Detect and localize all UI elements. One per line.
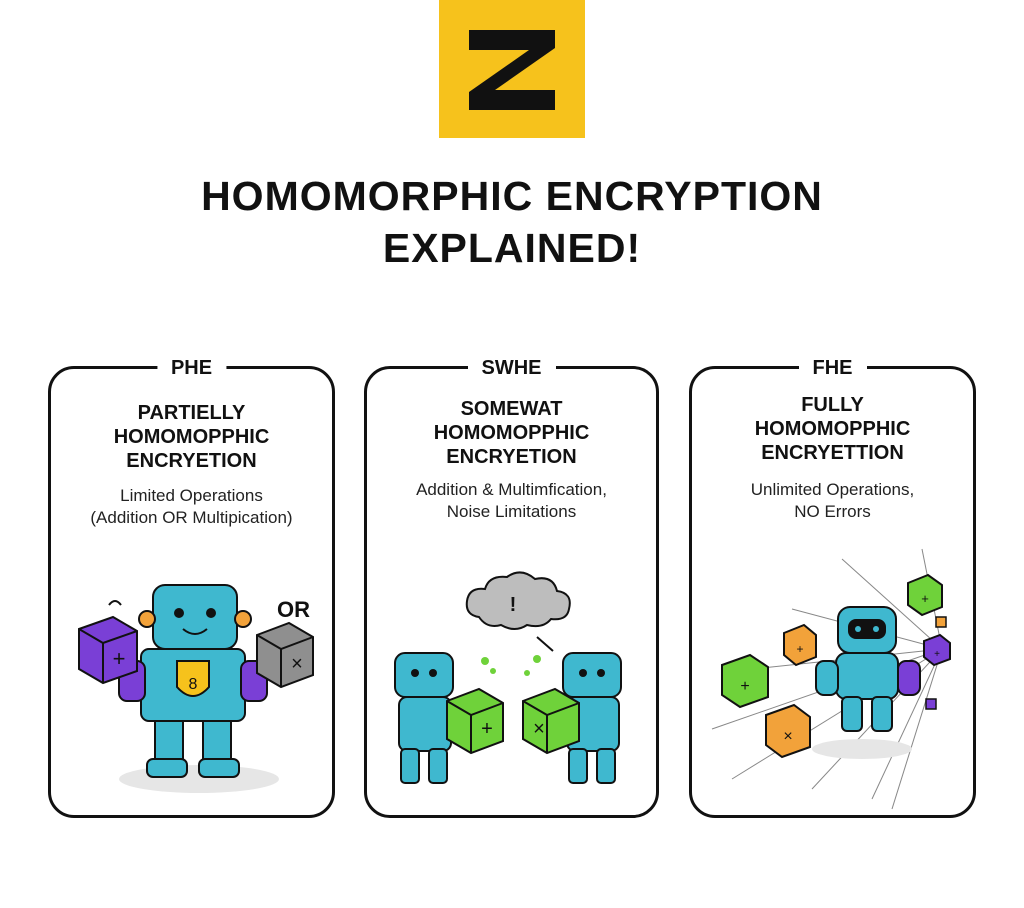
- card-heading: SOMEWAT HOMOMOPPHIC ENCRYETION: [433, 398, 590, 468]
- card-tag: SWHE: [467, 355, 556, 381]
- cube-plus-symbol: +: [796, 642, 803, 656]
- card-heading: PARTIELLY HOMOMOPPHIC ENCRYETION: [113, 402, 270, 472]
- card-description: Limited Operations (Addition OR Multipic…: [90, 486, 293, 527]
- cloud-alert-symbol: !: [510, 594, 517, 616]
- phe-robot-illustration: 8 + × OR: [78, 584, 314, 793]
- cube-plus-symbol: +: [740, 678, 749, 695]
- cube-plus-symbol: +: [934, 649, 940, 660]
- card-tag: FHE: [798, 355, 867, 381]
- card-description: Unlimited Operations, NO Errors: [750, 480, 915, 521]
- card-tag: PHE: [156, 355, 227, 381]
- page-title-line-2: EXPLAINED!: [382, 225, 642, 271]
- cube-times-symbol: ×: [533, 718, 545, 740]
- card-fhe: FHE FULLY HOMOMOPPHIC ENCRYETTION Unlimi…: [689, 355, 976, 818]
- cube-times-symbol: ×: [291, 653, 303, 675]
- swhe-robots-illustration: ! + ×: [394, 571, 622, 784]
- page-title-line-1: HOMOMORPHIC ENCRYPTION: [201, 173, 823, 219]
- cube-plus-symbol: +: [481, 718, 493, 740]
- z-logo-icon: [469, 30, 555, 110]
- cube-plus-symbol: +: [921, 591, 929, 606]
- card-phe: PHE PARTIELLY HOMOMOPPHIC ENCRYETION Lim…: [48, 355, 335, 818]
- card-description: Addition & Multimfication, Noise Limitat…: [416, 480, 607, 521]
- card-heading: FULLY HOMOMOPPHIC ENCRYETTION: [754, 394, 911, 464]
- cube-plus-symbol: +: [113, 646, 126, 671]
- cube-times-symbol: ×: [783, 728, 792, 745]
- card-swhe: SWHE SOMEWAT HOMOMOPPHIC ENCRYETION Addi…: [364, 355, 659, 818]
- brand-logo: [439, 0, 585, 138]
- or-label: OR: [277, 597, 310, 622]
- svg-text:8: 8: [189, 676, 198, 693]
- fhe-robot-illustration: + + × + +: [711, 548, 951, 810]
